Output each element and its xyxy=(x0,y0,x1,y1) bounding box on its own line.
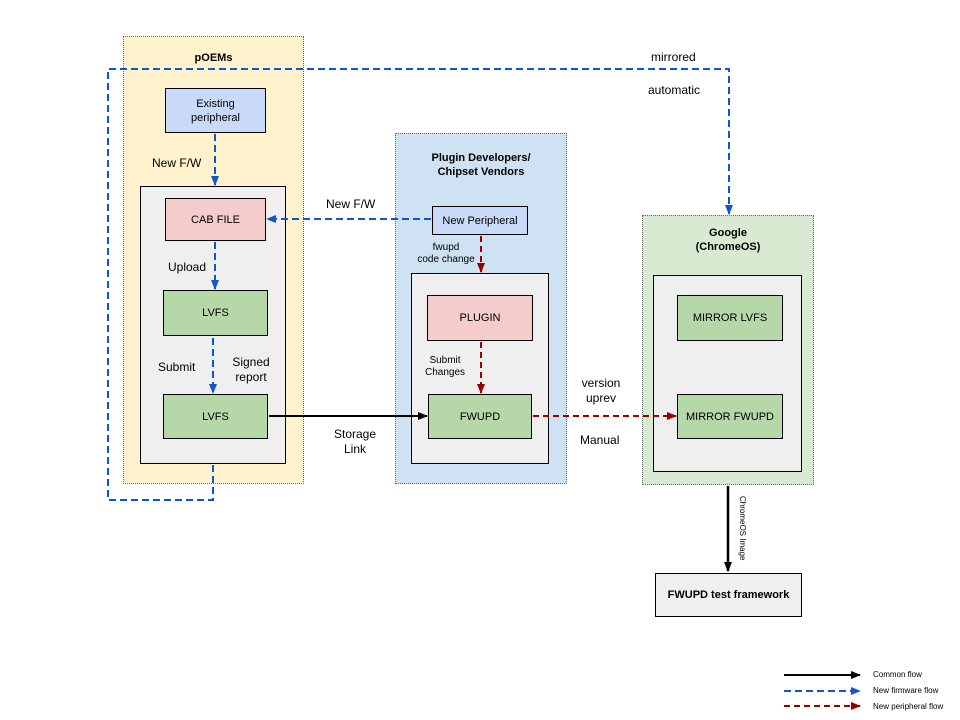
version-uprev-label: version uprev xyxy=(581,376,621,405)
legend-peripheral-flow-label: New peripheral flow xyxy=(873,702,944,711)
manual-label: Manual xyxy=(580,433,620,447)
signed-report-label: Signed report xyxy=(232,355,270,384)
fwupd-code-change-label: fwupd code change xyxy=(417,242,475,265)
fwupd-test-framework-node: FWUPD test framework xyxy=(655,573,802,617)
submit-changes-label: Submit Changes xyxy=(424,355,466,378)
submit-label: Submit xyxy=(158,360,196,374)
new-fw-label-plugin: New F/W xyxy=(326,197,376,211)
chromeos-image-label: ChromeOS Image xyxy=(738,496,747,561)
lvfs-signed-node: LVFS xyxy=(163,394,268,439)
mirror-lvfs-node: MIRROR LVFS xyxy=(677,295,783,341)
storage-link-label: Storage Link xyxy=(333,427,377,456)
plugin-node: PLUGIN xyxy=(427,295,533,341)
mirrored-label: mirrored xyxy=(651,50,696,64)
existing-peripheral-node: Existing peripheral xyxy=(165,88,266,133)
new-peripheral-node: New Peripheral xyxy=(432,206,528,235)
mirror-loop-arrow xyxy=(107,68,733,501)
mirror-fwupd-node: MIRROR FWUPD xyxy=(677,394,783,439)
google-region-title: Google (ChromeOS) xyxy=(695,227,761,253)
automatic-label: automatic xyxy=(648,83,701,97)
lvfs-upload-node: LVFS xyxy=(163,290,268,336)
legend-firmware-flow-label: New firmware flow xyxy=(873,686,939,695)
plugin-developers-region-title: Plugin Developers/ Chipset Vendors xyxy=(431,152,531,178)
legend-common-flow-label: Common flow xyxy=(873,670,922,679)
upload-label: Upload xyxy=(168,260,207,274)
poems-region-title: pOEMs xyxy=(194,52,233,64)
fwupd-node: FWUPD xyxy=(428,394,532,439)
new-fw-label-poems: New F/W xyxy=(152,156,202,170)
cab-file-node: CAB FILE xyxy=(165,198,266,241)
